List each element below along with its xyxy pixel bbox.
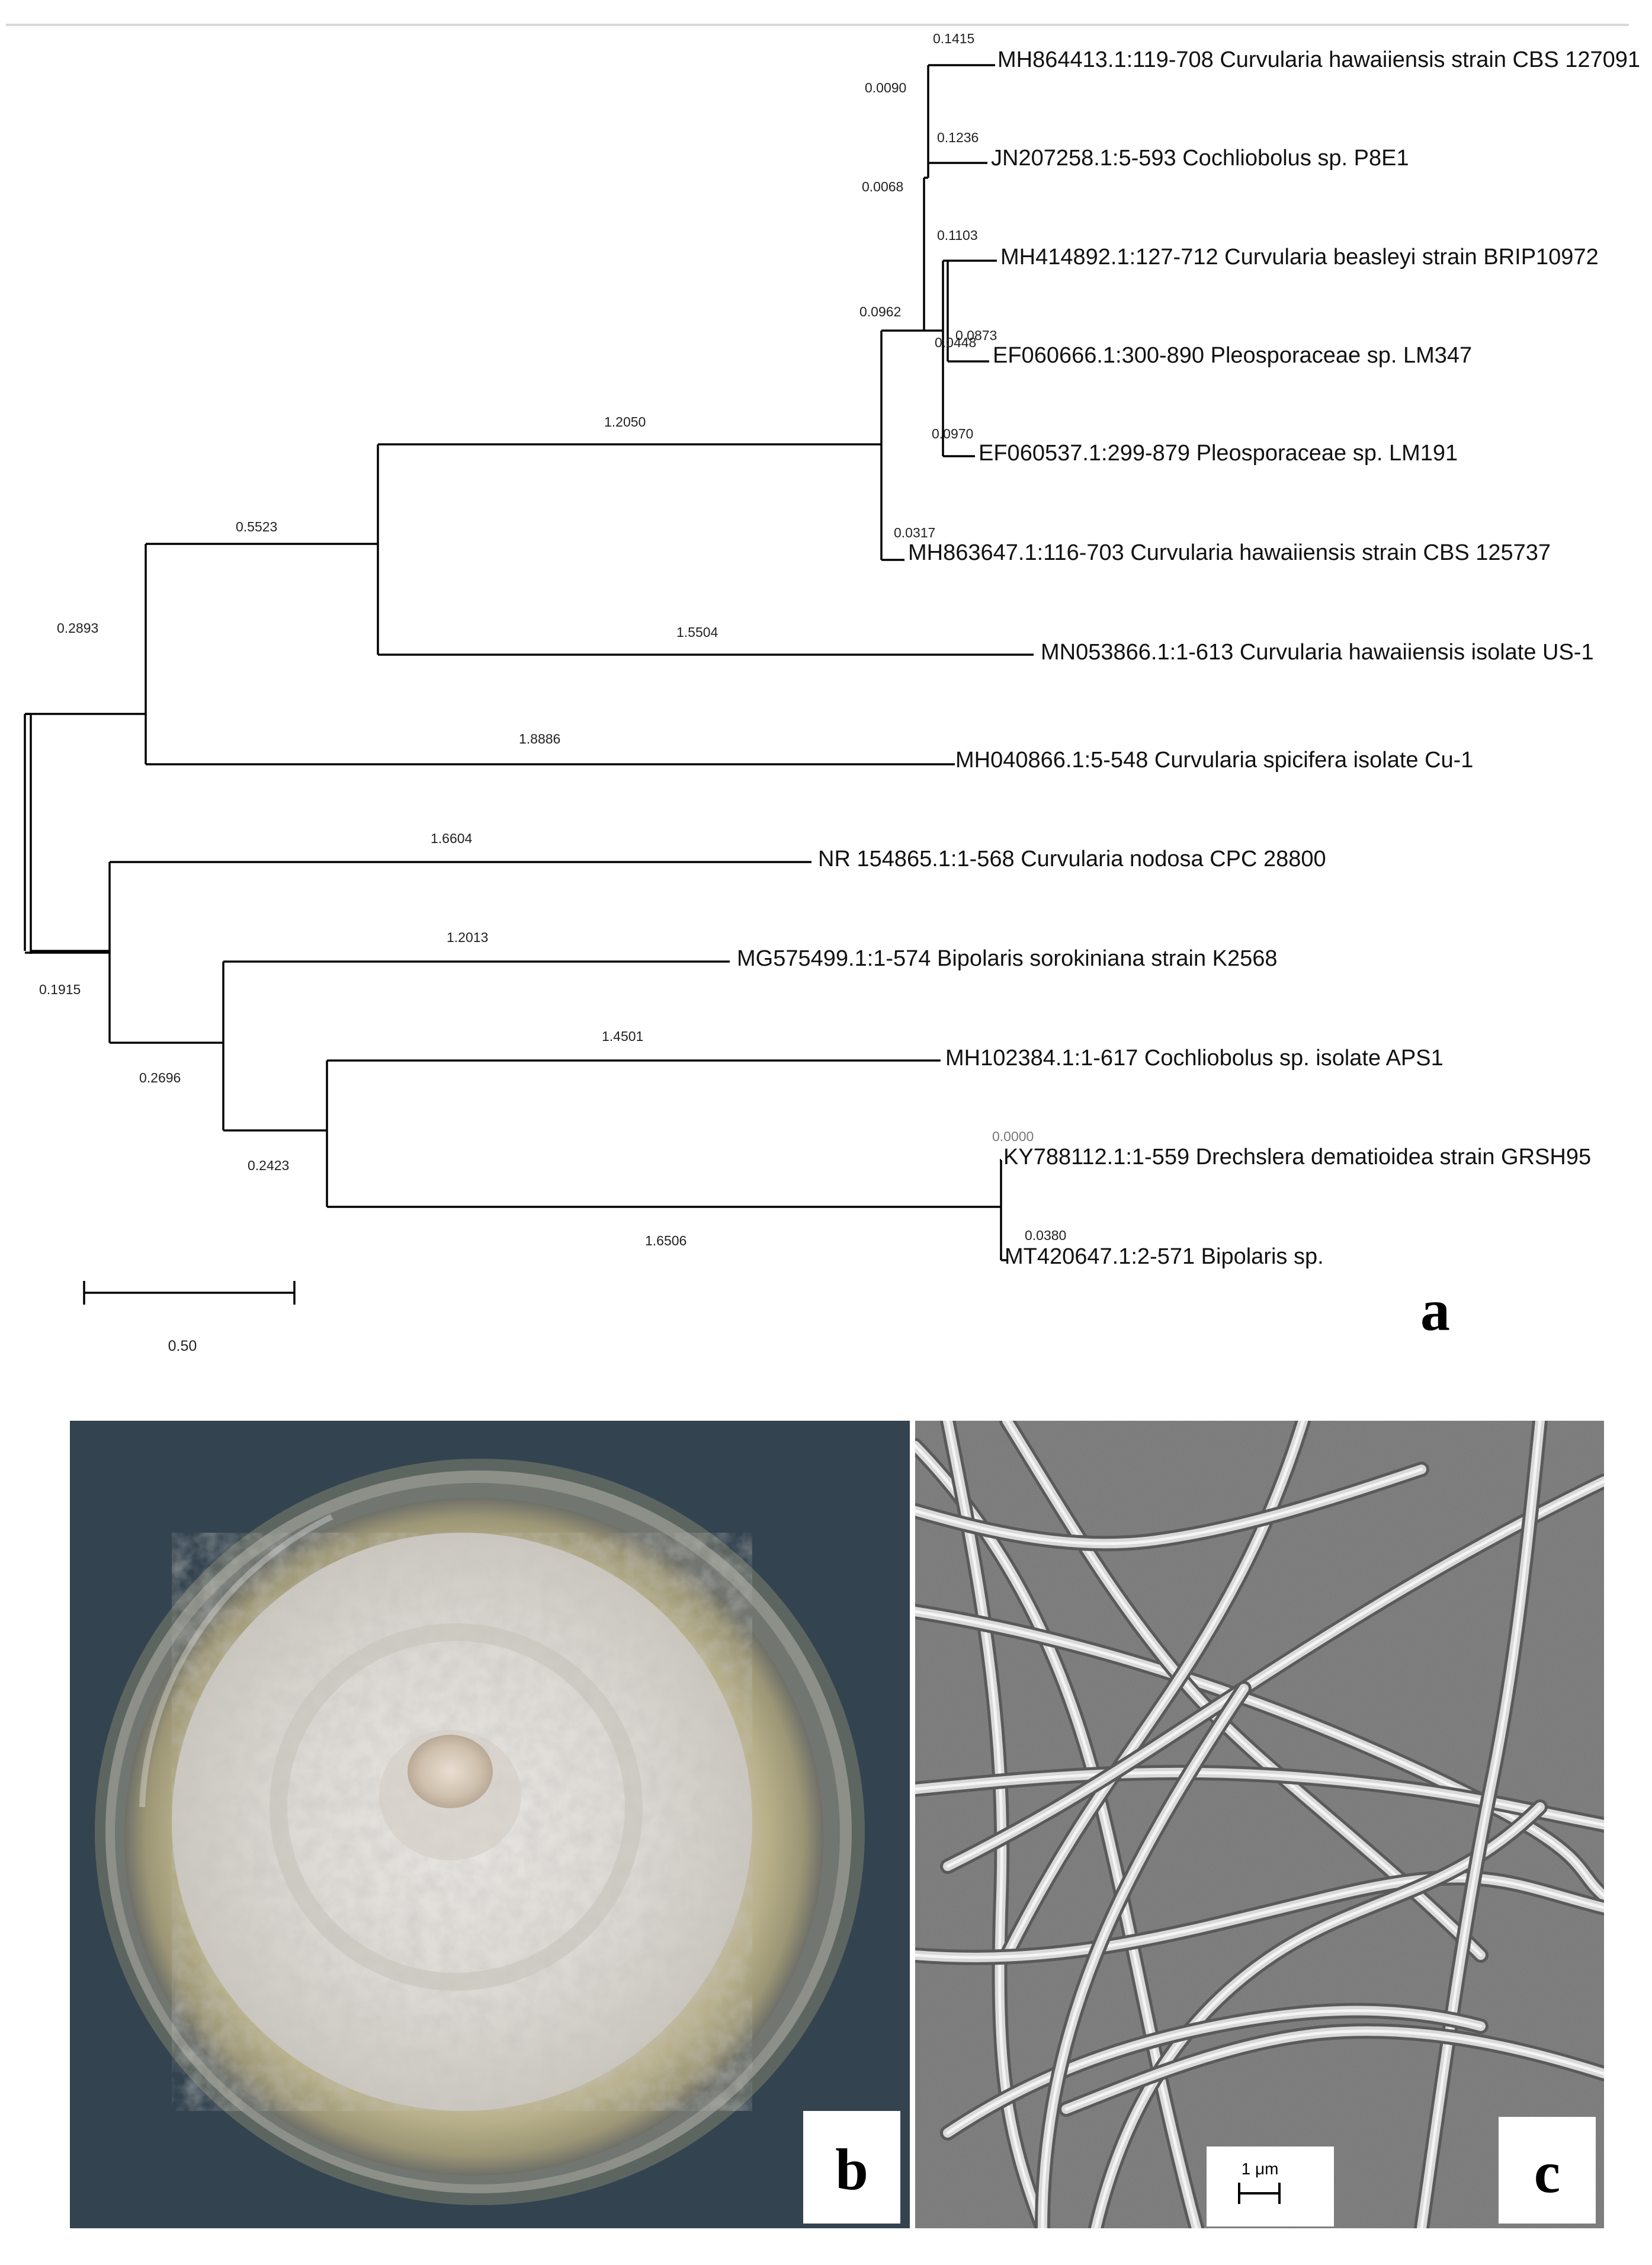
- taxon-label: MN053866.1:1-613 Curvularia hawaiiensis …: [1041, 640, 1594, 665]
- branch-length-label: 0.0090: [865, 80, 906, 95]
- branch-length-label: 1.4501: [602, 1029, 643, 1044]
- taxon-label: MG575499.1:1-574 Bipolaris sorokiniana s…: [737, 946, 1278, 971]
- hypha-highlight: [1041, 1687, 1246, 2228]
- branch-length-label: 1.6506: [645, 1233, 687, 1248]
- branch-length-label: 0.0000: [992, 1129, 1034, 1144]
- hypha-highlight: [915, 1771, 1604, 1827]
- branch-length-label: 1.2050: [604, 414, 646, 430]
- branch-length-label: 1.6604: [431, 831, 473, 846]
- panel-b-culture-plate-photo: b: [70, 1421, 910, 2228]
- hypha-highlight: [915, 1444, 1198, 2228]
- branch-length-label: 0.0380: [1025, 1228, 1066, 1243]
- panel-label-c: c: [1534, 2139, 1560, 2205]
- hypha-highlight: [1005, 1421, 1483, 1957]
- scale-bar-label: 0.50: [168, 1338, 197, 1354]
- taxon-label: JN207258.1:5-593 Cochliobolus sp. P8E1: [991, 146, 1409, 171]
- taxon-label: MH102384.1:1-617 Cochliobolus sp. isolat…: [945, 1046, 1444, 1071]
- branch-length-label: 0.2423: [248, 1158, 289, 1173]
- hypha-highlight: [946, 1421, 1044, 2228]
- taxon-label: MT420647.1:2-571 Bipolaris sp.: [1005, 1244, 1324, 1269]
- panel-c-sem-micrograph: 1 μm c: [915, 1421, 1604, 2228]
- hypha-highlight: [946, 2009, 1483, 2135]
- taxon-label: EF060537.1:299-879 Pleosporaceae sp. LM1…: [979, 441, 1458, 466]
- taxon-label: NR 154865.1:1-568 Curvularia nodosa CPC …: [818, 847, 1326, 872]
- panel-label-b: b: [835, 2136, 868, 2202]
- tree-edges: [24, 64, 1034, 1261]
- hypha-highlight: [1094, 1805, 1542, 2228]
- panel-a-phylogenetic-tree: MH864413.1:119-708 Curvularia hawaiiensi…: [24, 31, 1640, 1354]
- branch-length-label: 0.0970: [932, 426, 973, 441]
- branch-length-label: 0.1103: [937, 228, 978, 243]
- hypha-highlight: [915, 1468, 1423, 1545]
- taxon-label: MH863647.1:116-703 Curvularia hawaiiensi…: [908, 540, 1551, 565]
- branch-length-label: 0.0317: [894, 525, 935, 540]
- taxon-label: KY788112.1:1-559 Drechslera dematioidea …: [1003, 1145, 1591, 1170]
- branch-length-label: 0.1236: [937, 130, 979, 145]
- branch-length-label: 0.0068: [862, 179, 903, 194]
- taxon-labels: MH864413.1:119-708 Curvularia hawaiiensi…: [737, 47, 1640, 1269]
- branch-length-label: 0.0448: [935, 335, 976, 350]
- hypha-highlight: [1420, 1421, 1542, 2228]
- branch-length-label: 0.1415: [933, 31, 974, 46]
- panel-label-a: a: [1420, 1277, 1450, 1343]
- hypha-highlight: [1064, 2029, 1604, 2111]
- hypha-highlight: [915, 1610, 1604, 1898]
- taxon-label: MH864413.1:119-708 Curvularia hawaiiensi…: [997, 47, 1640, 72]
- branch-length-labels: 0.1415 0.0090 0.1236 0.0068 0.1103 0.087…: [39, 31, 1066, 1248]
- scale-bar: 0.50: [83, 1281, 296, 1354]
- taxon-label: MH040866.1:5-548 Curvularia spicifera is…: [955, 748, 1473, 773]
- branch-length-label: 0.0962: [859, 304, 901, 319]
- hyphae-network: [915, 1421, 1604, 2228]
- sem-scale-bar-label: 1 μm: [1242, 2160, 1279, 2178]
- branch-length-label: 0.1915: [39, 982, 81, 997]
- branch-length-label: 0.2696: [139, 1070, 181, 1085]
- branch-length-label: 1.8886: [519, 731, 560, 747]
- branch-length-label: 0.5523: [236, 519, 277, 534]
- branch-length-label: 1.5504: [676, 624, 718, 640]
- branch-length-label: 0.0873: [955, 328, 997, 343]
- branch-length-label: 0.2893: [57, 620, 98, 636]
- hypha-highlight: [915, 1876, 1604, 1959]
- taxon-label: EF060666.1:300-890 Pleosporaceae sp. LM3…: [993, 343, 1472, 368]
- taxon-label: MH414892.1:127-712 Curvularia beasleyi s…: [1000, 245, 1599, 270]
- branch-length-label: 1.2013: [447, 930, 488, 945]
